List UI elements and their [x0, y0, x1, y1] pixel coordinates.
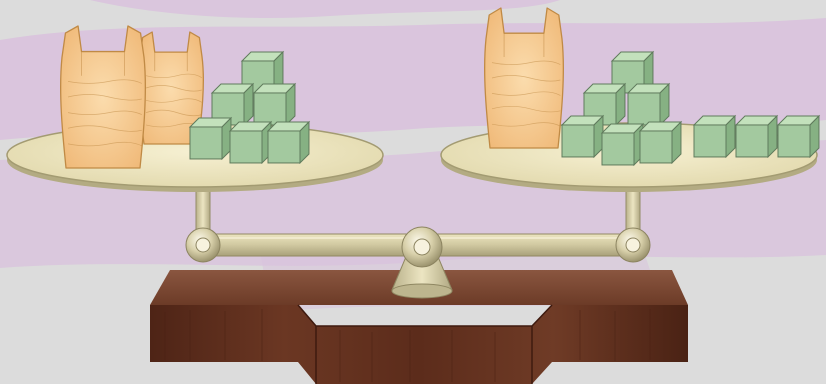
- right-cube-7: [694, 116, 735, 157]
- left-cube-4: [190, 118, 231, 159]
- right-cube-3: [628, 84, 669, 125]
- right-cube-9: [778, 116, 819, 157]
- right-cube-4: [562, 116, 603, 157]
- right-cube-8: [736, 116, 777, 157]
- left-cube-5: [230, 122, 271, 163]
- right-cube-5: [602, 124, 643, 165]
- left-cube-3: [254, 84, 295, 125]
- left-cube-6: [268, 122, 309, 163]
- right-cube-6: [640, 122, 681, 163]
